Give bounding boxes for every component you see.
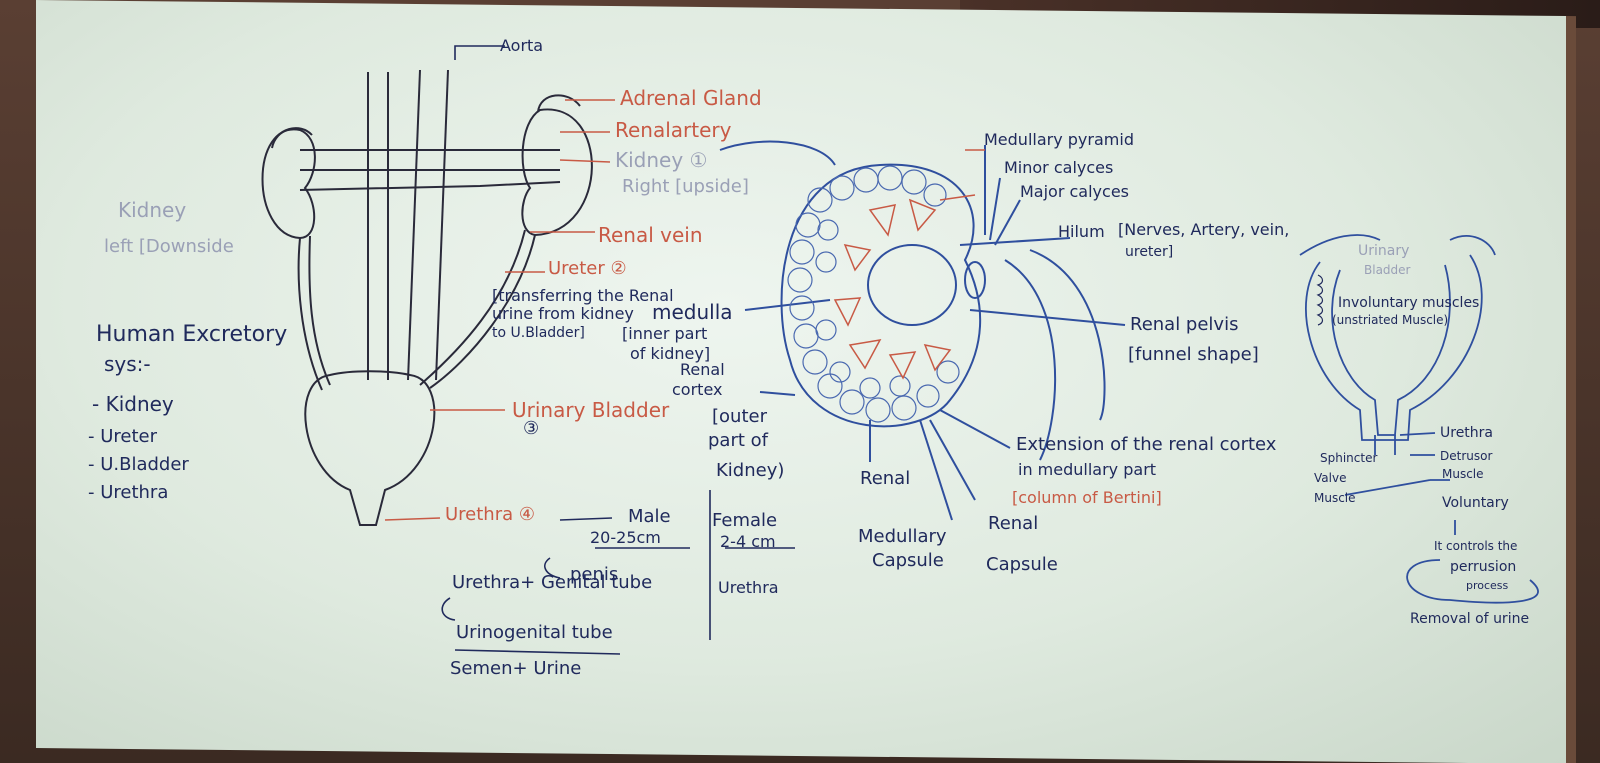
label-detrusor-1: Detrusor — [1440, 449, 1493, 463]
label-involuntary-2: (unstriated Muscle) — [1332, 313, 1449, 327]
label-semen-urine: Semen+ Urine — [450, 658, 582, 679]
label-aorta: Aorta — [500, 36, 544, 55]
left-ureter-2 — [308, 235, 331, 386]
label-kidney-left: Kidney — [118, 198, 187, 222]
label-renal: Renal — [860, 468, 911, 489]
excretory-item-bladder: - U.Bladder — [88, 454, 189, 475]
label-bladder-title-1: Urinary — [1358, 243, 1410, 259]
label-hilum: Hilum — [1058, 222, 1105, 241]
left-kidney — [261, 128, 316, 240]
label-urinary-bladder: Urinary Bladder — [512, 398, 670, 422]
label-renal-cortex-1: Renal — [680, 360, 725, 379]
red-arrows — [384, 99, 615, 521]
label-controls-1: It controls the — [1434, 539, 1518, 553]
navy-arrows — [441, 45, 795, 655]
left-adrenal — [271, 127, 313, 149]
excretory-item-kidney: - Kidney — [92, 392, 174, 416]
kidney-section-outline — [780, 163, 982, 428]
label-renal-vein: Renal vein — [598, 223, 703, 247]
label-ureter-note-3: to U.Bladder] — [492, 325, 585, 341]
label-controls-3: process — [1466, 579, 1509, 592]
label-ureter-note-2: urine from kidney — [492, 304, 634, 323]
label-cortex-note-3: Kidney) — [716, 460, 785, 481]
label-urethra: Urethra ④ — [445, 504, 536, 525]
bladder-outline — [304, 370, 436, 526]
label-controls-2: perrusion — [1450, 559, 1517, 575]
label-sphincter-2: Valve — [1314, 471, 1347, 485]
excretory-item-urethra: - Urethra — [88, 482, 169, 503]
label-renal-pelvis: Renal pelvis — [1130, 314, 1239, 335]
label-minor-calyces: Minor calyces — [1004, 158, 1114, 177]
bladder-inner — [1331, 264, 1451, 436]
label-hilum-note-2: ureter] — [1125, 244, 1174, 260]
kidney-section — [719, 140, 1126, 521]
label-medulla-note-2: of kidney] — [630, 344, 711, 363]
cortex-circles — [787, 165, 960, 423]
right-adrenal — [537, 94, 581, 113]
left-ureter — [297, 237, 323, 391]
label-medullary-capsule-1: Medullary — [858, 526, 947, 547]
label-involuntary-1: Involuntary muscles — [1338, 295, 1480, 311]
label-column-bertini: [column of Bertini] — [1012, 488, 1162, 507]
label-voluntary: Voluntary — [1442, 495, 1509, 511]
label-renal-artery: Renalartery — [615, 118, 732, 142]
label-renal-cortex-2: cortex — [672, 380, 723, 399]
label-ureter: Ureter ② — [548, 258, 627, 279]
label-removal-urine: Removal of urine — [1410, 611, 1530, 627]
label-cortex-note-1: [outer — [712, 406, 767, 427]
renal-pelvis — [867, 244, 957, 326]
label-female-urethra: Urethra — [718, 578, 779, 597]
label-medulla: medulla — [652, 300, 733, 324]
bladder-section — [1299, 234, 1539, 604]
excretory-heading-2: sys:- — [104, 352, 151, 376]
label-sphincter-3: Muscle — [1314, 491, 1356, 505]
vena-cava — [407, 69, 421, 381]
label-sphincter-1: Sphincter — [1320, 451, 1378, 465]
excretory-item-ureter: - Ureter — [88, 426, 158, 447]
label-extension-2: in medullary part — [1018, 460, 1157, 479]
label-medullary-capsule-2: Capsule — [872, 550, 944, 571]
label-major-calyces: Major calyces — [1020, 182, 1129, 201]
label-detrusor-2: Muscle — [1442, 467, 1484, 481]
label-adrenal-gland: Adrenal Gland — [620, 86, 762, 110]
right-ureter — [429, 234, 536, 389]
label-kidney-1: Kidney ① — [615, 148, 708, 172]
label-hilum-note-1: [Nerves, Artery, vein, — [1118, 220, 1290, 239]
label-kidney-right: Right [upside] — [622, 176, 749, 197]
vena-cava-2 — [435, 69, 449, 381]
label-kidney-left-sub: left [Downside — [104, 236, 234, 257]
label-male-length: 20-25cm — [590, 528, 661, 547]
label-extension-1: Extension of the renal cortex — [1016, 434, 1277, 455]
label-funnel-shape: [funnel shape] — [1128, 344, 1259, 365]
label-renal-capsule-2: Capsule — [986, 554, 1058, 575]
bladder-muscle-coils — [1316, 274, 1324, 326]
label-medulla-note-1: [inner part — [622, 324, 708, 343]
label-medullary-pyramid: Medullary pyramid — [984, 130, 1134, 149]
label-urinogenital: Urinogenital tube — [456, 622, 613, 643]
right-ureter-2 — [419, 229, 526, 386]
medullary-pyramids — [833, 149, 985, 380]
label-cortex-note-2: part of — [708, 430, 768, 451]
label-bladder-urethra: Urethra — [1440, 425, 1494, 441]
label-urethra-genital: Urethra+ Genital tube — [452, 572, 653, 593]
label-penis: penis — [570, 564, 619, 585]
excretory-system-drawing — [261, 69, 593, 526]
bladder-outer — [1305, 254, 1483, 441]
label-ureter-note-1: [transferring the Renal — [492, 286, 674, 305]
label-female-length: 2-4 cm — [720, 532, 776, 551]
right-kidney — [521, 108, 593, 237]
excretory-heading-1: Human Excretory — [96, 322, 288, 347]
label-female: Female — [712, 510, 778, 531]
label-bladder-title-2: Bladder — [1364, 263, 1411, 277]
label-male: Male — [628, 506, 671, 527]
label-renal-capsule-1: Renal — [988, 513, 1039, 534]
label-circle-3: ③ — [523, 418, 540, 439]
